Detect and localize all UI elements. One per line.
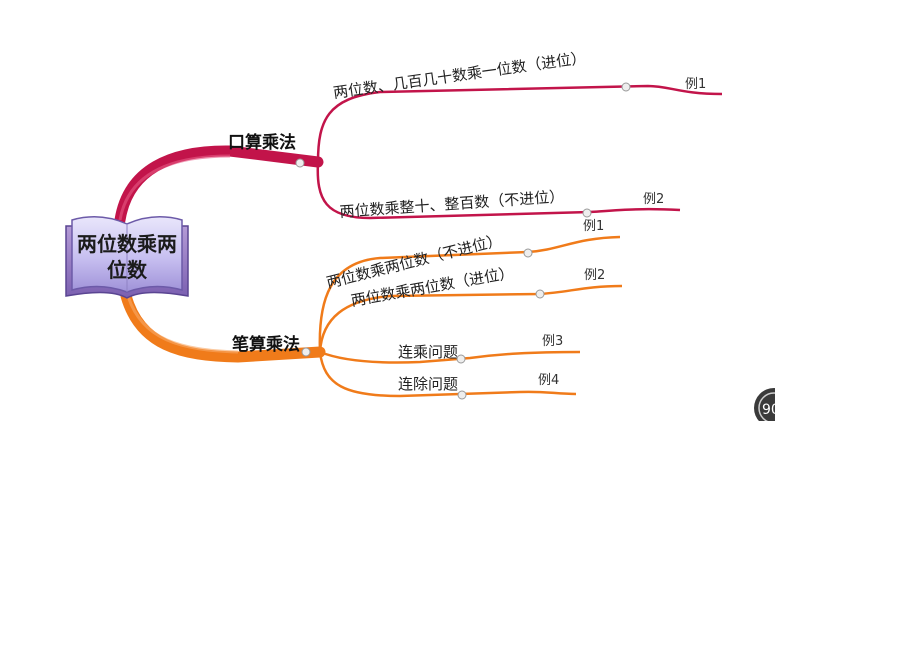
root-title-line2: 位数 bbox=[107, 258, 148, 282]
leaf-k2-knot bbox=[582, 208, 592, 218]
branch-kousuan-connector bbox=[114, 145, 324, 226]
branch-bisuan-knot bbox=[301, 347, 311, 357]
branch-bisuan-connector bbox=[120, 290, 326, 363]
leaf-b4-example: 例4 bbox=[538, 373, 559, 388]
branch-kousuan[interactable]: 口算乘法 两位数、几百几十数乘一位数（进位） 例1 两位数乘整十、整百数（不进位… bbox=[114, 49, 723, 226]
leaf-b3-line bbox=[319, 350, 581, 364]
leaf-b1-line bbox=[318, 235, 621, 353]
leaf-b3-example: 例3 bbox=[542, 334, 563, 349]
branch-bisuan[interactable]: 笔算乘法 两位数乘两位数（不进位） 两位数乘两位数（不进位） 例1 两位数乘两位… bbox=[120, 219, 623, 400]
branch-kousuan-knot bbox=[295, 158, 305, 168]
root-node[interactable]: 两位数乘两 位数 bbox=[65, 216, 189, 299]
root-title-line1: 两位数乘两 bbox=[77, 232, 177, 256]
leaf-b2-example: 例2 bbox=[584, 268, 605, 283]
leaf-b1-example: 例1 bbox=[583, 219, 604, 234]
leaf-b2-knot bbox=[535, 289, 545, 299]
leaf-k1-label: 两位数、几百几十数乘一位数（进位） bbox=[332, 49, 587, 102]
leaf-k1-example: 例1 bbox=[685, 77, 706, 92]
leaf-k1-knot bbox=[621, 82, 631, 92]
leaf-k2-example: 例2 bbox=[643, 192, 664, 207]
leaf-b4-line bbox=[318, 351, 577, 398]
leaf-b4-knot bbox=[457, 390, 467, 400]
leaf-b3-label: 连乘问题 bbox=[398, 343, 458, 361]
leaf-b3-knot bbox=[456, 354, 466, 364]
leaf-b1-knot bbox=[523, 248, 533, 258]
leaf-b2-line bbox=[318, 284, 623, 353]
leaf-k2-line bbox=[316, 161, 681, 220]
crop-mask-bottom bbox=[740, 421, 800, 451]
branch-bisuan-label: 笔算乘法 bbox=[232, 334, 300, 355]
branch-kousuan-label: 口算乘法 bbox=[228, 132, 296, 153]
leaf-b4-label: 连除问题 bbox=[398, 375, 458, 393]
leaf-k1-line bbox=[316, 84, 723, 163]
